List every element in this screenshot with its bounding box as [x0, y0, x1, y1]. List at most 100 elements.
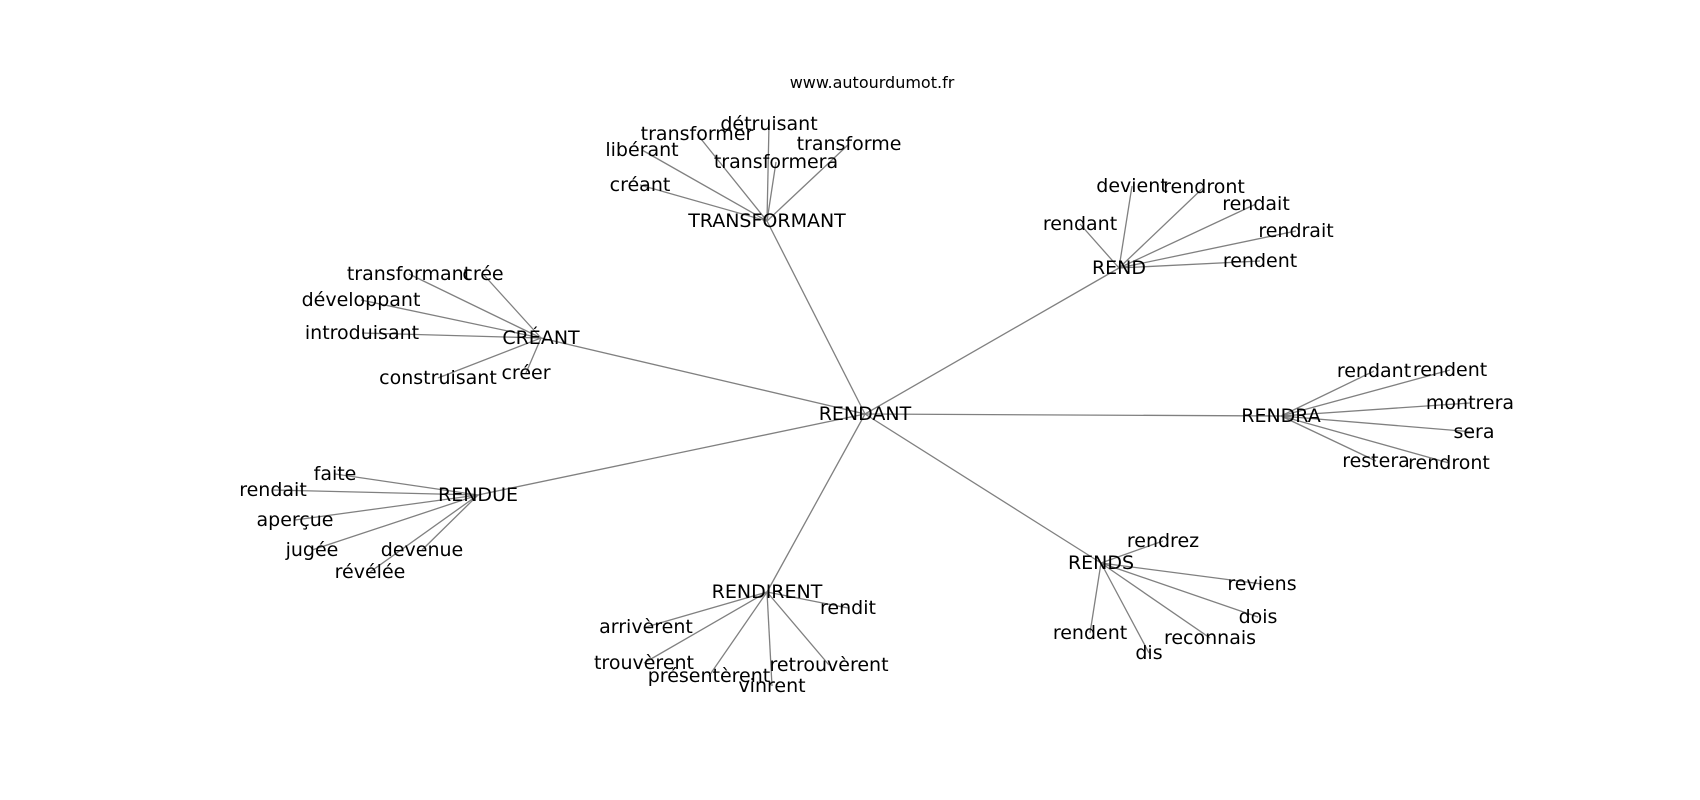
center-node: RENDANT — [819, 403, 912, 425]
leaf-node: reconnais — [1164, 627, 1256, 649]
edge-rendra-leaf — [1280, 415, 1377, 462]
leaf-node: développant — [302, 289, 421, 311]
leaf-node: construisant — [379, 367, 497, 389]
edge-creant-leaf — [437, 337, 542, 379]
edge-creant-leaf — [525, 337, 542, 374]
hub-node-rendirent: RENDIRENT — [712, 581, 823, 603]
edge-rendue-leaf — [294, 494, 479, 521]
leaf-node: rendront — [1408, 452, 1490, 474]
leaf-node: arrivèrent — [599, 616, 693, 638]
leaf-node: rendant — [1337, 360, 1411, 382]
edge-rend-leaf — [1118, 185, 1133, 269]
site-watermark: www.autourdumot.fr — [790, 73, 955, 92]
leaf-node: créer — [501, 362, 550, 384]
hub-node-rends: RENDS — [1068, 552, 1134, 574]
leaf-node: révélée — [335, 561, 406, 583]
edge-rendirent-leaf — [708, 591, 768, 677]
edge-rendirent-leaf — [643, 591, 768, 664]
edge-center-creant — [540, 337, 866, 415]
edge-transformant-leaf — [696, 133, 768, 222]
edge-rendra-leaf — [1280, 415, 1450, 464]
edge-rendue-leaf — [334, 473, 479, 496]
edge-center-rendirent — [766, 413, 866, 593]
edge-rendue-leaf — [421, 494, 479, 551]
edge-rendra-leaf — [1280, 369, 1451, 417]
edge-rends-leaf — [1089, 562, 1102, 634]
leaf-node: rendrez — [1127, 530, 1199, 552]
edge-rend-leaf — [1079, 223, 1120, 269]
edge-rendra-leaf — [1280, 415, 1475, 433]
leaf-node: rendent — [1413, 359, 1487, 381]
edge-creant-leaf — [361, 332, 542, 339]
edge-creant-leaf — [408, 273, 542, 339]
edge-rendra-leaf — [1280, 370, 1375, 417]
leaf-node: introduisant — [305, 322, 419, 344]
edge-rendirent-leaf — [766, 591, 830, 666]
edge-creant-leaf — [360, 299, 542, 339]
edge-transformant-leaf — [766, 123, 770, 222]
edge-center-rend — [864, 267, 1120, 415]
edge-rendirent-leaf — [766, 591, 773, 687]
leaf-node: rendent — [1223, 250, 1297, 272]
edge-rendue-leaf — [311, 494, 479, 551]
leaf-node: restera — [1342, 450, 1410, 472]
leaf-node: jugée — [285, 539, 339, 561]
edge-rendirent-leaf — [645, 591, 768, 628]
leaf-node: dis — [1135, 642, 1162, 664]
leaf-node: transformera — [714, 151, 838, 173]
edge-transformant-leaf — [641, 149, 768, 222]
edge-rendue-leaf — [369, 494, 479, 573]
leaf-node: crée — [462, 263, 503, 285]
hub-node-rend: REND — [1092, 257, 1146, 279]
edge-rend-leaf — [1118, 260, 1261, 269]
leaf-node: retrouvèrent — [769, 654, 888, 676]
edge-rends-leaf — [1100, 562, 1150, 654]
edge-rendue-leaf — [272, 489, 479, 496]
edge-center-transformant — [766, 220, 866, 415]
leaf-node: rendrait — [1258, 220, 1333, 242]
leaf-node: présentèrent — [648, 665, 771, 687]
edge-rends-leaf — [1100, 562, 1259, 618]
edge-transformant-leaf — [639, 184, 768, 222]
leaf-node: rendent — [1053, 622, 1127, 644]
leaf-node: reviens — [1227, 573, 1296, 595]
hub-node-rendue: RENDUE — [438, 484, 518, 506]
edge-center-rendue — [477, 413, 866, 496]
edge-rends-leaf — [1100, 562, 1263, 585]
leaf-node: transformer — [641, 123, 754, 145]
leaf-node: sera — [1453, 421, 1494, 443]
graph-edges — [272, 123, 1475, 687]
hub-node-transformant: TRANSFORMANT — [687, 210, 846, 232]
edge-rendirent-leaf — [766, 591, 849, 609]
edge-transformant-leaf — [766, 143, 850, 222]
leaf-node: montrera — [1426, 392, 1514, 414]
leaf-node: rendait — [239, 479, 307, 501]
edge-rend-leaf — [1118, 230, 1297, 269]
leaf-node: devenue — [381, 539, 463, 561]
edge-rendra-leaf — [1280, 402, 1471, 417]
leaf-node: rendait — [1222, 193, 1290, 215]
edge-center-rendra — [864, 413, 1282, 417]
edge-rends-leaf — [1100, 540, 1164, 564]
edge-transformant-leaf — [766, 161, 777, 222]
graph-labels: RENDANTTRANSFORMANTlibéranttransformerdé… — [239, 113, 1514, 697]
leaf-node: rendit — [820, 597, 876, 619]
leaf-node: devient — [1096, 175, 1167, 197]
leaf-node: détruisant — [720, 113, 817, 135]
leaf-node: vinrent — [738, 675, 805, 697]
edge-rends-leaf — [1100, 562, 1211, 639]
leaf-node: libérant — [605, 139, 678, 161]
leaf-node: aperçue — [257, 509, 334, 531]
leaf-node: faite — [314, 463, 357, 485]
leaf-node: créant — [610, 174, 671, 196]
edge-creant-leaf — [482, 273, 542, 339]
leaf-node: trouvèrent — [594, 652, 694, 674]
edge-rend-leaf — [1118, 203, 1257, 269]
hub-node-creant: CRÉANT — [502, 326, 580, 349]
leaf-node: rendant — [1043, 213, 1117, 235]
leaf-node: transforme — [797, 133, 902, 155]
edge-center-rends — [864, 413, 1102, 564]
edge-rend-leaf — [1118, 186, 1205, 269]
leaf-node: transformant — [347, 263, 471, 285]
